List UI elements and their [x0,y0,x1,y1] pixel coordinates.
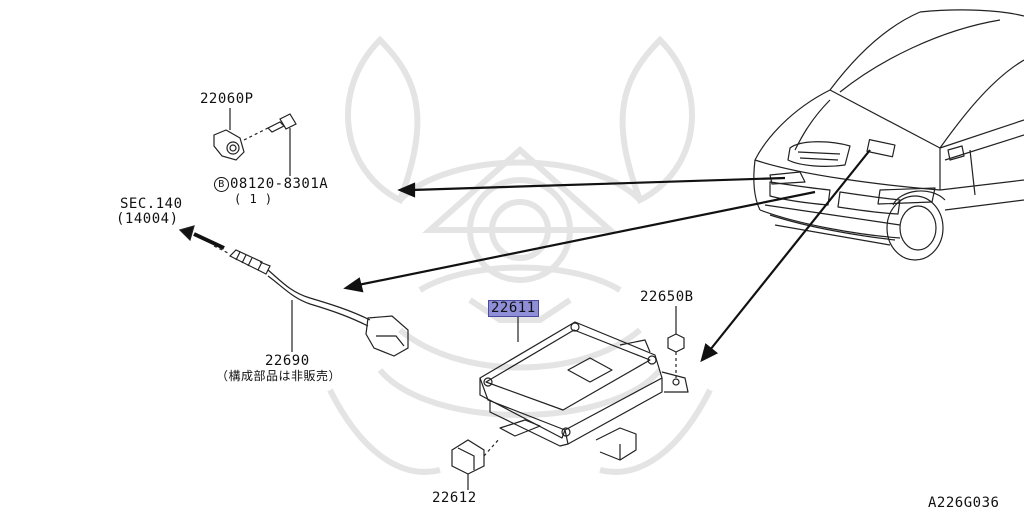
ecu-unit-drawing [479,316,689,461]
pointer-arrows [343,149,871,363]
label-22612: 22612 [432,490,477,506]
label-sec-ref: SEC.140 [120,196,183,212]
label-sec-ref-sub: (14004) [116,211,179,227]
label-22060p: 22060P [200,91,254,107]
bolt-prefix-badge: B [214,177,229,192]
label-22650b: 22650B [640,289,694,305]
label-harness-note: （構成部品は非販売） [216,369,342,383]
label-22611-highlighted[interactable]: 22611 [488,300,539,317]
label-bolt-code: 08120-8301A [230,176,329,192]
clip-part [451,437,501,490]
knock-sensor-assembly [213,108,297,176]
figure-code: A226G036 [928,495,1000,511]
vehicle-drawing [753,9,1024,261]
label-bolt-qty: ( 1 ) [234,192,273,206]
oxygen-sensor-harness [178,225,409,357]
label-22690: 22690 [265,353,310,369]
nut-part [667,306,685,378]
watermark-emblem [327,35,713,475]
